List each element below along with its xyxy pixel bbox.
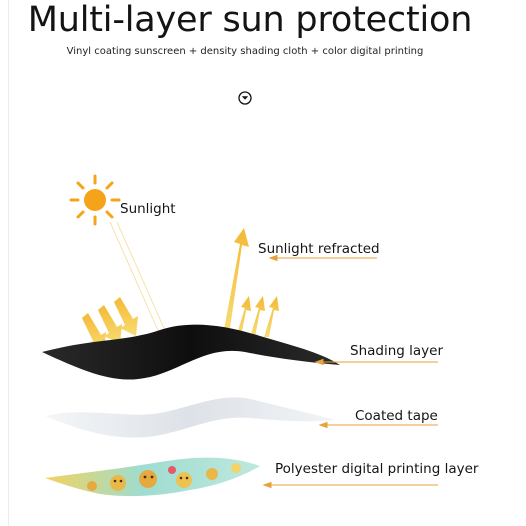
- label-polyester-layer: Polyester digital printing layer: [275, 461, 479, 477]
- label-shading-layer: Shading layer: [350, 343, 444, 359]
- label-coated-tape: Coated tape: [355, 408, 438, 424]
- label-pointers: [262, 254, 438, 489]
- page-subtitle: Vinyl coating sunscreen + density shadin…: [66, 46, 424, 57]
- left-border: [8, 0, 9, 526]
- sun-icon: [69, 174, 121, 226]
- page-title: Multi-layer sun protection: [27, 0, 473, 40]
- cartoon-print-pattern: [87, 463, 241, 491]
- refracted-sunlight-arrows: [223, 228, 279, 337]
- shading-layer: [42, 324, 340, 380]
- label-sunlight: Sunlight: [120, 201, 176, 217]
- coated-tape-layer: [45, 397, 335, 438]
- sun-rays: [109, 221, 168, 336]
- polyester-printing-layer: [45, 457, 260, 497]
- circle-chevron-down-icon[interactable]: [238, 91, 252, 105]
- label-sunlight-refracted: Sunlight refracted: [258, 241, 380, 257]
